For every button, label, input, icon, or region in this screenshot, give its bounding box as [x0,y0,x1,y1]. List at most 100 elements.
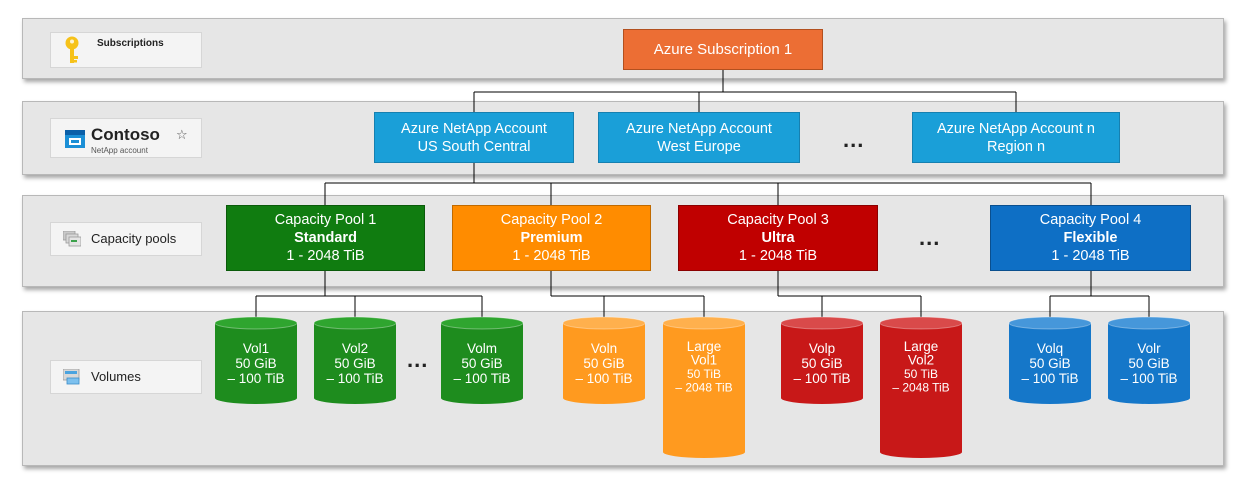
account-node-n-line2: Region n [986,138,1046,155]
pools-ellipsis: ... [919,225,941,250]
volume-text: 50 TiB [687,367,721,381]
pool-3-tier: Ultra [761,230,795,246]
volume-top [440,316,524,330]
volume-text: – 100 TiB [1021,371,1078,386]
accounts-label-tile: Contoso ☆ NetApp account [50,118,202,158]
volume-text: Vol2 [342,341,368,356]
account-name: Contoso [91,125,160,144]
volume-text: Volp [809,341,835,356]
volume-body [215,323,297,404]
volume-text: Vol1 [243,341,269,356]
volume-body [1009,323,1091,404]
volumes-label-tile: Volumes [50,360,202,394]
volume-text: Volr [1137,341,1161,356]
volume-text: – 100 TiB [575,371,632,386]
capacity-pools-icon [63,231,81,247]
pool-3-size: 1 - 2048 TiB [738,248,818,264]
account-node-n[interactable]: Azure NetApp Account n Region n [912,112,1120,163]
subscriptions-label-tile: Subscriptions [50,32,202,68]
volumes-ellipsis: ... [407,347,429,372]
volume-text: 50 GiB [1029,356,1070,371]
volume-text: Volq [1037,341,1063,356]
volume-text: Vol2 [908,353,934,368]
volume-body [441,323,523,404]
capacity-pool-1[interactable]: Capacity Pool 1 Standard 1 - 2048 TiB [226,205,425,271]
account-node-2-line2: West Europe [657,138,741,155]
subscription-node-label: Azure Subscription 1 [653,40,793,58]
volume-body [1108,323,1190,404]
volume-text: 50 TiB [904,367,938,381]
pool-1-tier: Standard [294,230,357,246]
volume-body [563,323,645,404]
pool-3-title: Capacity Pool 3 [727,212,829,228]
account-node-2-line1: Azure NetApp Account [626,120,772,137]
volume-top [879,316,963,330]
capacity-pool-4[interactable]: Capacity Pool 4 Flexible 1 - 2048 TiB [990,205,1191,271]
pool-2-title: Capacity Pool 2 [500,212,603,228]
volume-body [781,323,863,404]
capacity-pools-label: Capacity pools [91,231,177,246]
subscriptions-label: Subscriptions [97,38,164,49]
volume-text: 50 GiB [461,356,502,371]
account-node-1-line1: Azure NetApp Account [401,120,547,137]
volume-text: – 2048 TiB [892,381,949,395]
volume-top [1008,316,1092,330]
account-node-2[interactable]: Azure NetApp Account West Europe [598,112,800,163]
volume-text: – 2048 TiB [675,381,732,395]
pool-2-tier: Premium [520,230,583,246]
volume-text: – 100 TiB [227,371,284,386]
volume-text: Volm [467,341,497,356]
key-icon [65,36,79,63]
volume-top [780,316,864,330]
favorite-star-icon[interactable]: ☆ [176,127,188,142]
volume-text: 50 GiB [583,356,624,371]
volume-top [662,316,746,330]
capacity-pool-2[interactable]: Capacity Pool 2 Premium 1 - 2048 TiB [452,205,651,271]
subscription-node[interactable]: Azure Subscription 1 [623,29,823,70]
volume-text: Voln [591,341,617,356]
volume-text: – 100 TiB [1120,371,1177,386]
pool-2-size: 1 - 2048 TiB [512,248,591,264]
volumes-icon [63,369,80,385]
volume-body [314,323,396,404]
volume-text: 50 GiB [334,356,375,371]
volume-text: Large [904,339,939,354]
pool-4-tier: Flexible [1063,230,1118,246]
volume-body [880,323,962,458]
volume-top [214,316,298,330]
volume-text: – 100 TiB [453,371,510,386]
capacity-pools-label-tile: Capacity pools [50,222,202,256]
account-type-label: NetApp account [91,146,148,155]
account-node-n-line1: Azure NetApp Account n [937,120,1095,137]
volume-text: 50 GiB [235,356,276,371]
volume-top [562,316,646,330]
accounts-ellipsis: ... [843,127,865,152]
netapp-account-icon [65,130,85,148]
volumes-label: Volumes [91,369,141,384]
pool-1-size: 1 - 2048 TiB [286,248,365,264]
pool-1-title: Capacity Pool 1 [274,212,377,228]
account-node-1[interactable]: Azure NetApp Account US South Central [374,112,574,163]
volume-body [663,323,745,458]
volume-text: – 100 TiB [793,371,850,386]
volume-top [313,316,397,330]
volume-top [1107,316,1191,330]
pool-4-size: 1 - 2048 TiB [1051,248,1130,264]
volume-text: Large [687,339,722,354]
capacity-pool-3[interactable]: Capacity Pool 3 Ultra 1 - 2048 TiB [678,205,878,271]
volume-text: – 100 TiB [326,371,383,386]
account-node-1-line2: US South Central [417,138,531,155]
pool-4-title: Capacity Pool 4 [1039,212,1142,228]
volume-text: Vol1 [691,353,717,368]
volume-text: 50 GiB [801,356,842,371]
